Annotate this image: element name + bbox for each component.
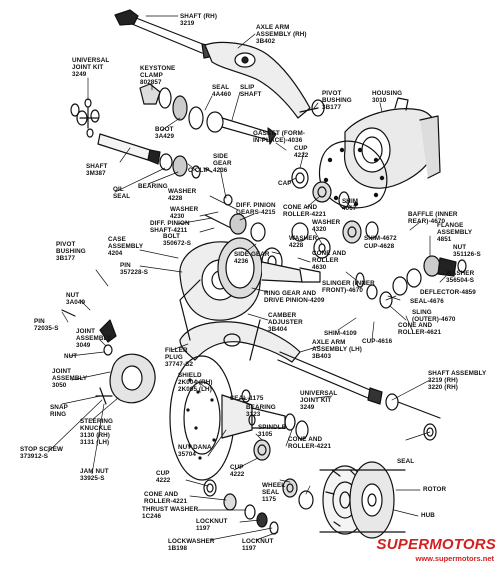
upper-left-joint-parts xyxy=(70,83,277,145)
shaft-3m387-part xyxy=(97,133,213,179)
label-rotor: ROTOR xyxy=(423,486,447,493)
label-c-clip: C-CLIP xyxy=(188,167,210,174)
label-seal-1175: SEAL-1175 xyxy=(230,395,264,402)
label-gasket: GASKET (FORM-IN-PLACE)-4036 xyxy=(253,130,306,144)
spindle-part xyxy=(221,389,309,461)
label-hub: HUB xyxy=(421,512,435,519)
rh-axle-arm-part xyxy=(204,41,325,119)
label-deflector: DEFLECTOR-4859 xyxy=(420,289,476,296)
lh-axle-arm-part xyxy=(179,279,301,363)
label-cup-4616: CUP-4616 xyxy=(362,338,393,345)
center-bearings-part xyxy=(291,167,379,259)
bottom-bearings-part xyxy=(203,478,314,535)
label-shaft-rh: SHAFT (RH)3219 xyxy=(180,13,218,27)
watermark-logo: SUPERMOTORS xyxy=(376,536,496,553)
label-sling-outer: SLING(OUTER)-4670 xyxy=(412,309,456,323)
label-seal-4676: SEAL-4676 xyxy=(410,298,444,305)
label-shim-4109: SHIM-4109 xyxy=(324,330,357,337)
housing-part xyxy=(344,97,441,189)
leader-lines xyxy=(47,15,447,541)
rotor-part xyxy=(169,355,235,481)
label-bearing-top: BEARING xyxy=(138,183,168,190)
label-seal-right: SEAL xyxy=(397,458,415,465)
watermark-url: www.supermotors.net xyxy=(415,554,494,563)
label-nut-left: NUT xyxy=(64,353,78,360)
ring-gear-part xyxy=(217,237,321,299)
pinion-train-part xyxy=(355,255,467,309)
steering-knuckle-part xyxy=(61,309,156,405)
hub-rotor-part xyxy=(319,461,406,539)
label-shim-4672: SHIM-4672 xyxy=(364,235,397,242)
lh-shaft-assembly-part xyxy=(277,351,441,441)
label-cup-4628: CUP-4628 xyxy=(364,243,395,250)
label-cap: CAP xyxy=(278,180,292,187)
